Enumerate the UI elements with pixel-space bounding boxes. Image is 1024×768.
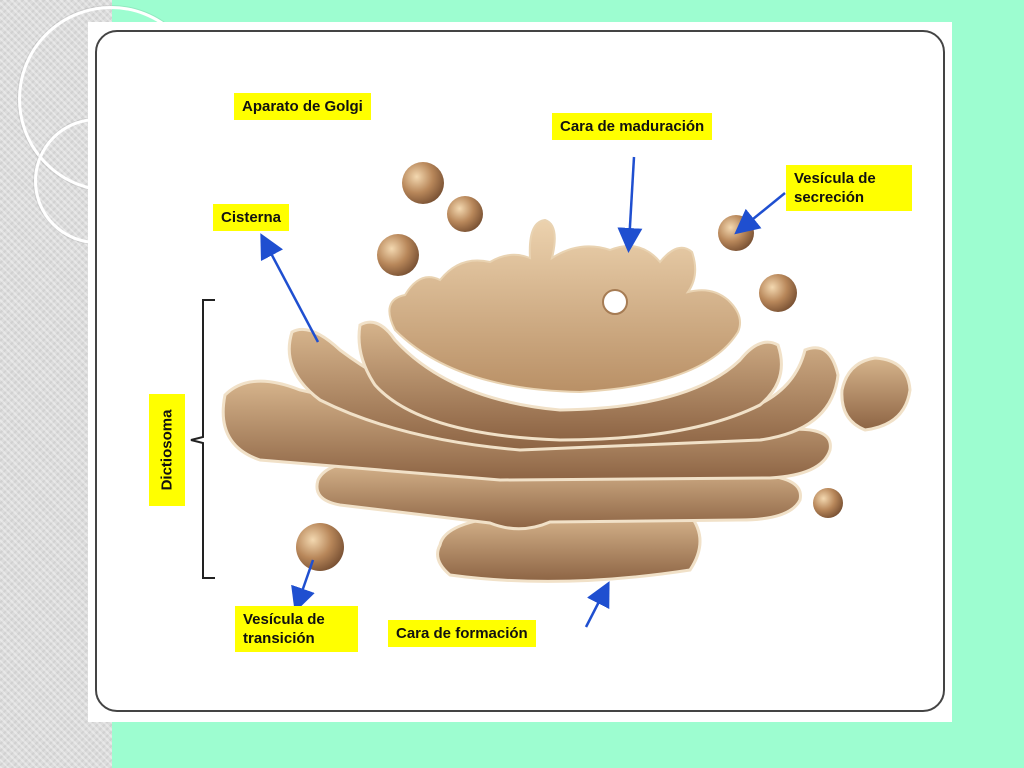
arrow-vesicula-secrecion [734,192,786,235]
vesicle-top-2 [447,196,483,232]
arrow-vesicula-transicion [291,559,315,613]
arrow-cara-maduracion [617,156,643,253]
cisterna-bottom [436,513,702,583]
label-vesicula-secrecion: Vesícula de secreción [786,165,912,211]
dictiosoma-bracket [190,299,215,579]
cisterna-side-right [840,356,912,432]
vesicle-secretion [718,215,754,251]
cisterna-2 [357,320,783,442]
cisterna-4 [221,379,832,482]
arrow-cara-formacion [584,581,610,628]
diagram-frame [95,30,945,712]
label-title: Aparato de Golgi [234,93,371,120]
cisterna-pore [602,289,628,315]
arrows [260,156,786,628]
label-cara-maduracion: Cara de maduración [552,113,713,140]
maturation-cisterna [388,218,741,394]
label-dictiosoma-text: Dictiosoma [158,409,176,491]
vesicle-top-1 [402,162,444,204]
vesicles [296,162,843,571]
cisterna-stack [221,320,912,583]
vesicle-right-small [813,488,843,518]
label-vesicula-secrecion-line1: Vesícula de [794,170,876,187]
label-cisterna: Cisterna [213,204,290,231]
arrow-cisterna [260,233,320,343]
label-vesicula-transicion-line2: transición [243,630,315,647]
label-vesicula-secrecion-line2: secreción [794,189,865,206]
vesicle-right [759,274,797,312]
label-vesicula-transicion-line1: Vesícula de [243,611,325,628]
label-dictiosoma: Dictiosoma [149,394,185,506]
label-vesicula-transicion: Vesícula de transición [235,606,358,652]
vesicle-top-3 [377,234,419,276]
vesicle-transition [296,523,344,571]
label-cara-formacion: Cara de formación [388,620,536,647]
